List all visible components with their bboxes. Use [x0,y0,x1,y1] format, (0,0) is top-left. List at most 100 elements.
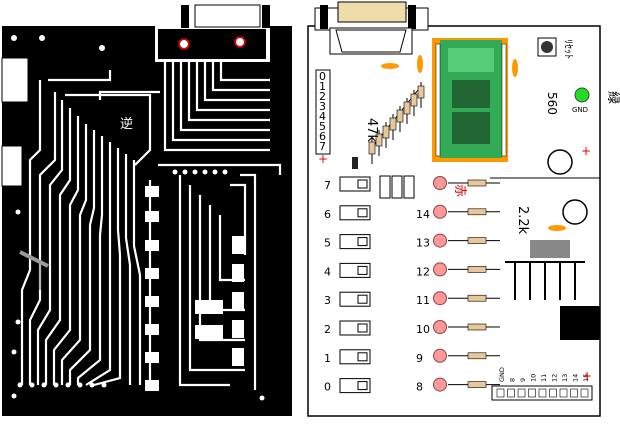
copper-pattern-board: 逆 [1,4,292,416]
sensor-element [352,157,358,169]
header-pin-label: 12 [551,374,559,382]
header-pin-label: 13 [561,374,569,382]
led-resistor [467,352,487,360]
resistor [396,109,404,123]
green-led-label: 緑 [605,91,620,104]
bit-digit: 0 [319,70,326,83]
red-led-label: 赤 [452,184,467,197]
pin-label: 12 [416,265,430,278]
red-led [433,348,447,363]
switch-lever [357,237,368,247]
capacitor-bottom [548,225,566,231]
pin-label: 14 [416,208,430,221]
switch-row: 3 11 [324,291,500,307]
reset-label: ﾘｾｯﾄ [562,39,574,59]
switch-lever [357,265,368,275]
header-pin [570,388,578,398]
bit-digit: 5 [319,120,326,133]
header-pin-label: 14 [572,374,580,382]
header-pin-label: 9 [519,378,527,382]
switch-bit-label: 0 [324,381,331,394]
header-pin-label: 10 [530,374,538,382]
switch-lever [357,352,368,362]
dip-block [391,175,403,199]
header-plus-sign: + [318,152,328,166]
resistor [417,85,425,99]
bit-digit: 1 [319,80,326,93]
switch-lever [357,208,368,218]
header-pin-label: GND [498,367,506,382]
switch-bit-label: 3 [324,294,331,307]
resistor-47k-label: 47k [364,118,379,143]
pin-label: 10 [416,323,430,336]
heatsink [505,240,585,300]
switch-row: 4 12 [324,262,500,278]
capacitor-right [512,59,518,77]
red-led [433,320,447,334]
switch-bit-label: 4 [324,265,331,278]
header-pin-label: 15 [582,374,590,382]
resistor [410,93,418,107]
pin-label: 9 [416,352,423,365]
led-resistor [467,179,487,187]
header-pin [507,388,515,398]
reset-button: ﾘｾｯﾄ [537,37,574,59]
switch-lever [357,381,368,391]
bit-digit: 2 [319,90,326,103]
resistor [382,125,390,139]
switch-bit-label: 1 [324,352,331,365]
red-led [433,176,447,190]
header-pin [538,388,547,398]
led-resistor [467,323,487,331]
red-led [433,291,447,306]
switch-row: 7 [324,176,500,192]
resistor [389,117,397,131]
pin-label: 8 [416,381,423,394]
ic-socket-circle [547,149,573,175]
plus-sign-2: + [582,369,592,383]
header-pin [580,388,589,398]
bit-digit: 6 [319,130,326,143]
bit-digit: 4 [319,110,326,123]
dip-block [379,175,391,199]
plus-sign-1: + [581,144,591,158]
switch-lever [357,294,368,304]
led-resistor [467,237,487,244]
resistor-2k2-label: 2.2k [515,206,530,235]
dip-block [403,175,415,199]
header-pin [496,388,505,398]
pcb-label: 逆 [120,116,133,132]
resistor [375,133,383,147]
led-resistor [467,381,487,388]
pin-label: 11 [416,294,430,307]
led-resistor [467,208,487,216]
switch-lever [357,323,368,333]
regulator-circle [562,199,588,225]
red-led [433,377,447,392]
header-pin [517,388,526,398]
switch-bit-label: 7 [324,179,331,192]
resistor [403,101,411,115]
header-pin [549,388,557,398]
red-led [433,204,447,219]
green-led: 緑 560 GND [545,87,620,115]
header-pin [559,388,568,398]
switch-bit-label: 6 [324,208,331,221]
capacitor-side [417,55,423,73]
pin-label: 13 [416,237,430,250]
led-resistor [467,266,487,273]
resistor-560-label: 560 [545,92,559,115]
bit-digit: 7 [319,140,326,153]
bit-digit: 3 [319,100,326,113]
dc-jack [560,306,600,340]
switch-row: 6 14 [324,204,500,221]
dsub-connector [314,1,429,55]
switch-bit-label: 5 [324,237,331,250]
